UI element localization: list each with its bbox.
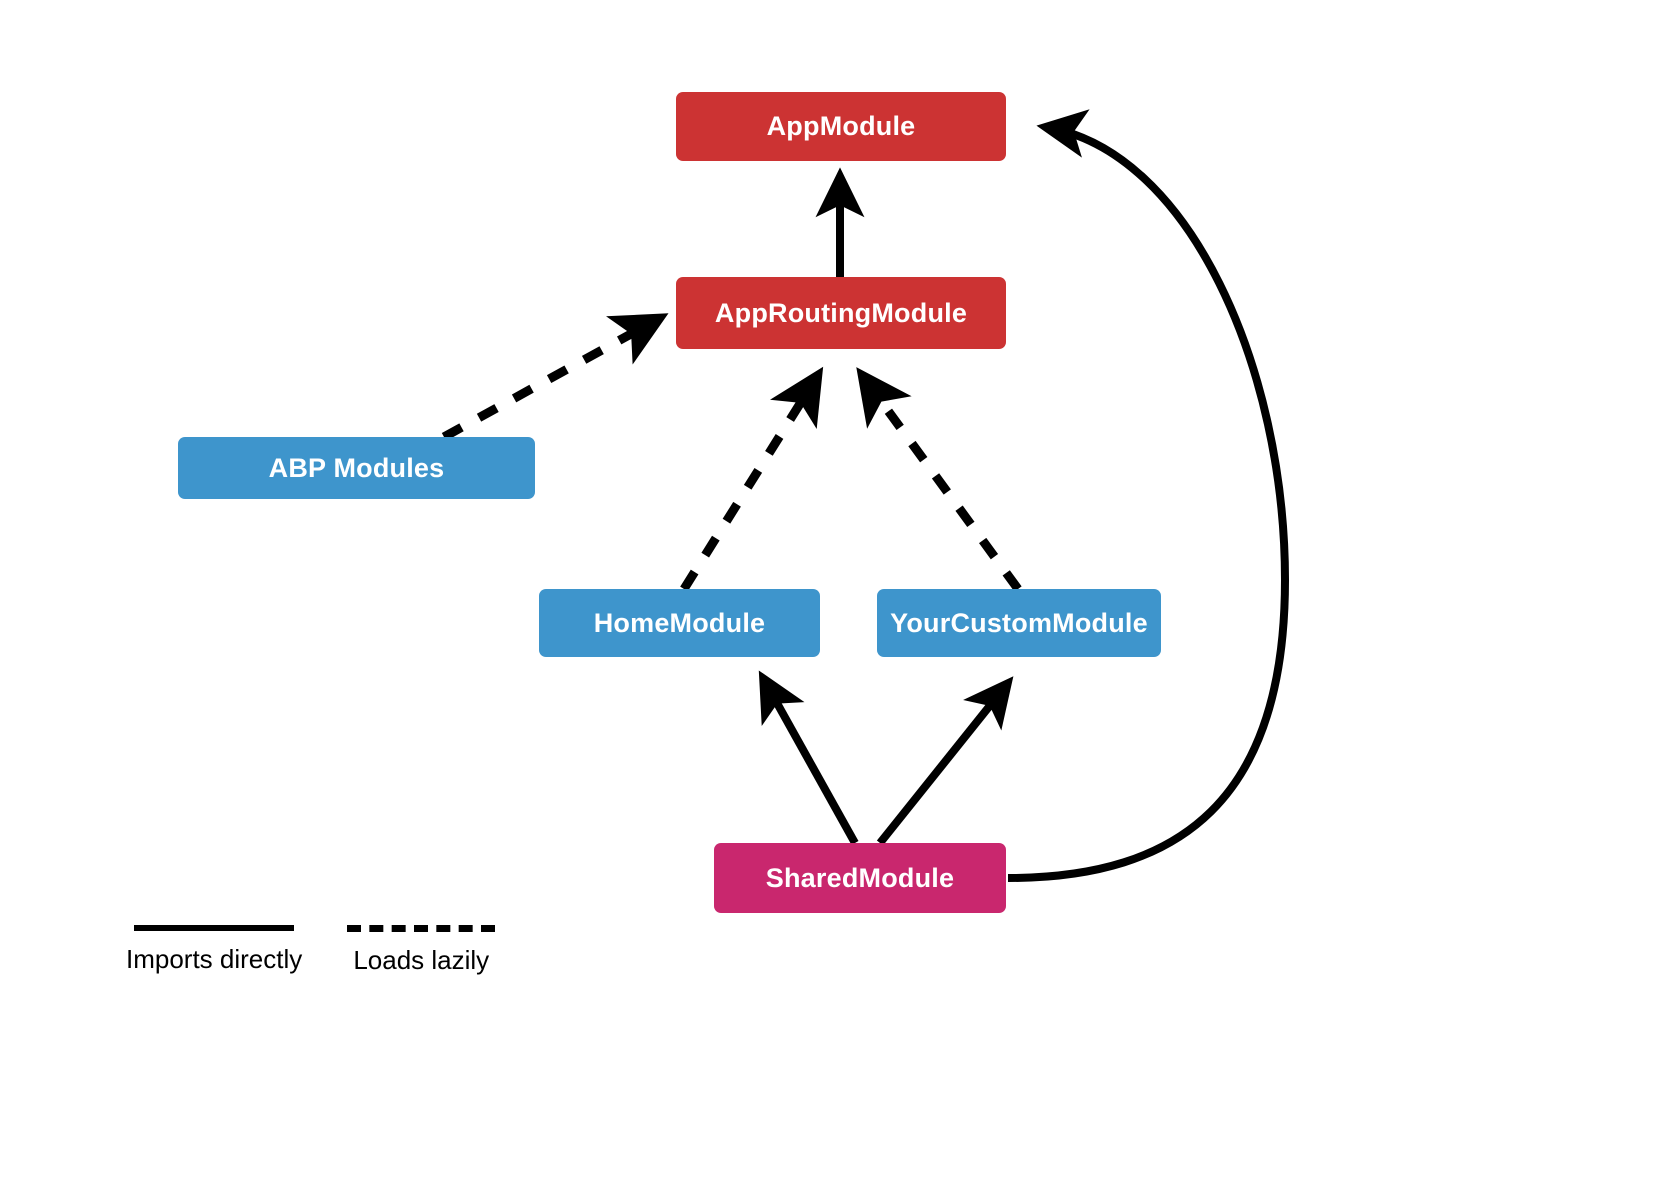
dashed-line-icon <box>347 925 496 932</box>
node-your-custom-module-label: YourCustomModule <box>890 607 1148 638</box>
edge-shared-to-app <box>1007 109 1290 882</box>
legend-item-loads-lazily: Loads lazily <box>347 925 496 976</box>
legend-row: Imports directly Loads lazily <box>126 925 496 976</box>
edge-shared-to-your-custom <box>876 676 1014 846</box>
edge-home-to-app-routing <box>680 366 824 592</box>
edge-shared-to-home <box>758 670 859 845</box>
legend-item-imports-directly: Imports directly <box>126 925 302 975</box>
edges-group <box>441 109 1290 882</box>
node-abp-modules-label: ABP Modules <box>268 452 445 483</box>
legend: Imports directly Loads lazily <box>126 925 496 976</box>
edge-your-custom-to-app-routing <box>856 367 1022 592</box>
edge-abp-to-app-routing <box>441 313 669 441</box>
node-abp-modules[interactable]: ABP Modules <box>178 437 535 499</box>
legend-label-loads-lazily: Loads lazily <box>353 945 490 975</box>
node-app-routing-module-label: AppRoutingModule <box>714 297 968 328</box>
node-home-module[interactable]: HomeModule <box>539 589 820 657</box>
solid-line-icon <box>134 925 295 931</box>
node-your-custom-module[interactable]: YourCustomModule <box>877 589 1161 657</box>
node-app-routing-module[interactable]: AppRoutingModule <box>676 277 1006 349</box>
node-home-module-label: HomeModule <box>593 607 766 638</box>
node-app-module-label: AppModule <box>766 111 916 141</box>
node-app-module[interactable]: AppModule <box>676 92 1006 161</box>
node-shared-module-label: SharedModule <box>765 862 955 893</box>
legend-label-imports-directly: Imports directly <box>126 944 303 974</box>
node-shared-module[interactable]: SharedModule <box>714 843 1006 913</box>
